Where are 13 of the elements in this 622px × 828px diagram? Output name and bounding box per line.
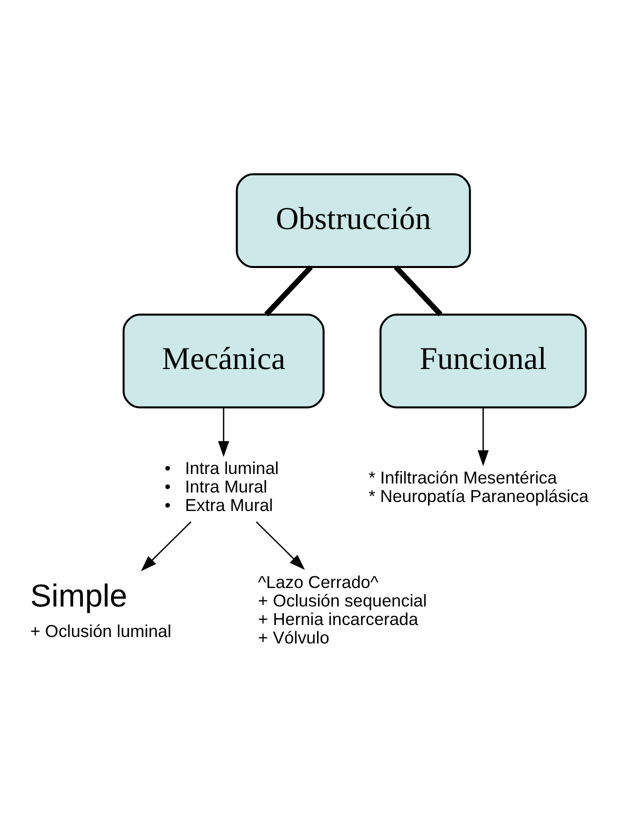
node-text: * Infiltración Mesentérica * Neuropatía Paraneoplásica [368,467,589,506]
node-text: ^Lazo Cerrado^ + Oclusión sequencial + Hernia incarcerada + Vólvulo [258,572,427,648]
arrow [140,521,192,572]
arrow [256,521,305,570]
arrow [218,408,230,458]
node-text: Simple + Oclusión luminal [30,577,172,642]
connector [264,265,313,316]
arrow [478,408,489,466]
node-text: • Intra luminal • Intra Mural • Extra Mural [164,458,279,516]
node-box: Mecánica [122,314,325,408]
node-box: Funcional [380,314,587,408]
connector [394,265,442,316]
node-box: Obstrucción [236,173,471,268]
